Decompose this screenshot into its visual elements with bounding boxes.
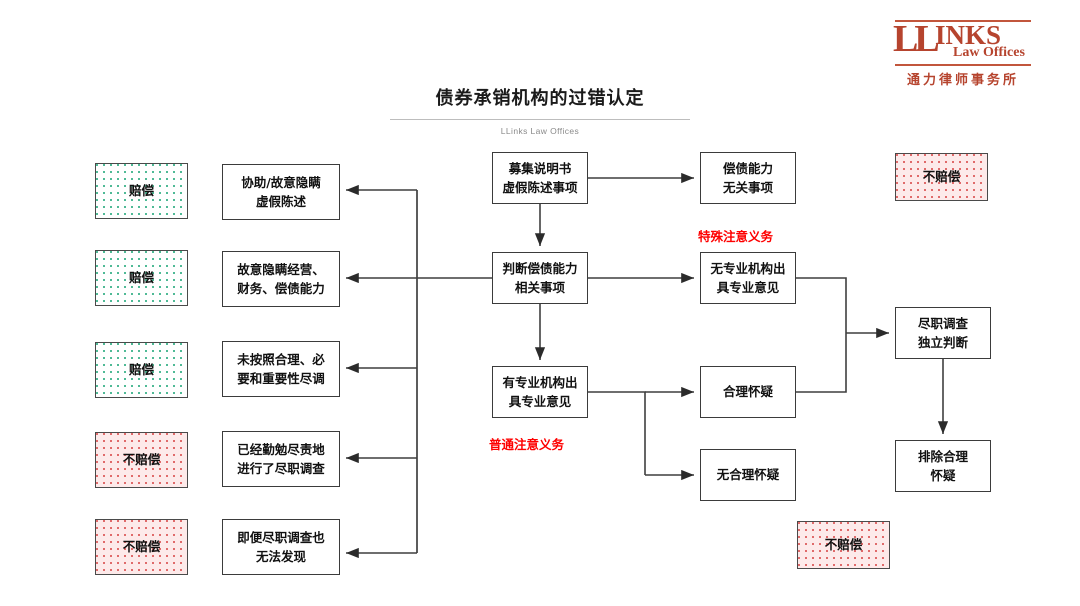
stage-box-solvency[interactable]: 判断偿债能力 相关事项 — [492, 252, 588, 304]
outcome-box-7[interactable]: 不赔偿 — [797, 521, 890, 569]
outcome-label: 不赔偿 — [922, 169, 961, 185]
stage-line: 相关事项 — [514, 280, 565, 295]
llinks-logo: LL INKS Law Offices 通力律师事务所 — [893, 20, 1033, 92]
stage-box-exclude-doubt[interactable]: 排除合理 怀疑 — [895, 440, 991, 492]
outcome-label: 赔偿 — [128, 362, 154, 378]
logo-rule-top — [895, 20, 1031, 22]
outcome-box-6[interactable]: 不赔偿 — [895, 153, 988, 201]
stage-line: 怀疑 — [930, 468, 956, 483]
stage-line: 募集说明书 — [508, 160, 572, 176]
condition-line: 进行了尽职调查 — [237, 461, 325, 476]
annotation-ordinary-duty: 普通注意义务 — [489, 437, 565, 452]
outcome-label: 赔偿 — [128, 183, 154, 199]
condition-line: 要和重要性尽调 — [237, 371, 325, 386]
condition-line: 协助/故意隐瞒 — [241, 174, 321, 190]
outcome-box-5[interactable]: 不赔偿 — [95, 519, 188, 575]
logo-chinese-name: 通力律师事务所 — [906, 73, 1019, 88]
stage-line: 具专业意见 — [716, 280, 780, 295]
stage-box-expert-no[interactable]: 无专业机构出 具专业意见 — [700, 252, 796, 304]
condition-box-5[interactable]: 即便尽职调查也 无法发现 — [222, 519, 340, 575]
annotation-special-duty: 特殊注意义务 — [698, 229, 774, 244]
stage-line: 判断偿债能力 — [502, 260, 578, 276]
stage-box-due-diligence[interactable]: 尽职调查 独立判断 — [895, 307, 991, 359]
stage-line: 独立判断 — [917, 335, 968, 350]
condition-line: 故意隐瞒经营、 — [237, 261, 325, 277]
edge-expertyes-branch — [588, 391, 646, 475]
outcome-box-1[interactable]: 赔偿 — [95, 163, 188, 219]
logo-rule-bottom — [895, 64, 1031, 66]
outcome-label: 不赔偿 — [824, 537, 863, 553]
condition-line: 未按照合理、必 — [237, 351, 325, 367]
outcome-box-2[interactable]: 赔偿 — [95, 250, 188, 306]
stage-box-prospectus[interactable]: 募集说明书 虚假陈述事项 — [492, 152, 588, 204]
logo-ll-text: LL — [893, 18, 940, 60]
stage-line: 排除合理 — [917, 448, 968, 464]
logo-wordmark: LL INKS Law Offices — [893, 18, 1033, 64]
stage-line: 无合理怀疑 — [716, 467, 780, 483]
condition-box-3[interactable]: 未按照合理、必 要和重要性尽调 — [222, 341, 340, 397]
condition-line: 虚假陈述 — [255, 194, 306, 209]
page-subtitle: LLinks Law Offices — [500, 126, 580, 136]
page-title: 债券承销机构的过错认定 — [435, 88, 645, 109]
condition-line: 无法发现 — [255, 549, 306, 564]
stage-line: 偿债能力 — [722, 160, 773, 176]
stage-box-no-doubt[interactable]: 无合理怀疑 — [700, 449, 796, 501]
stage-line: 合理怀疑 — [722, 384, 773, 400]
stage-line: 无关事项 — [722, 180, 773, 195]
stage-box-doubt[interactable]: 合理怀疑 — [700, 366, 796, 418]
outcome-label: 不赔偿 — [122, 452, 161, 468]
condition-box-2[interactable]: 故意隐瞒经营、 财务、偿债能力 — [222, 251, 340, 307]
stage-line: 有专业机构出 — [502, 374, 578, 390]
logo-inks-text: INKS — [935, 20, 1002, 50]
stage-box-irrelevant[interactable]: 偿债能力 无关事项 — [700, 152, 796, 204]
title-divider — [390, 119, 690, 120]
logo-law-offices-text: Law Offices — [953, 45, 1025, 60]
condition-box-4[interactable]: 已经勤勉尽责地 进行了尽职调查 — [222, 431, 340, 487]
outcome-label: 不赔偿 — [122, 539, 161, 555]
condition-line: 已经勤勉尽责地 — [237, 441, 325, 457]
stage-line: 具专业意见 — [508, 394, 572, 409]
outcome-box-3[interactable]: 赔偿 — [95, 342, 188, 398]
outcome-label: 赔偿 — [128, 270, 154, 286]
stage-box-expert-yes[interactable]: 有专业机构出 具专业意见 — [492, 366, 588, 418]
edge-expertno-to-merge — [796, 277, 847, 333]
outcome-box-4[interactable]: 不赔偿 — [95, 432, 188, 488]
page-title-block: 债券承销机构的过错认定 LLinks Law Offices — [390, 84, 690, 136]
condition-line: 财务、偿债能力 — [237, 281, 325, 296]
edge-doubt-to-merge — [796, 333, 847, 393]
condition-line: 即便尽职调查也 — [237, 529, 325, 545]
condition-box-1[interactable]: 协助/故意隐瞒 虚假陈述 — [222, 164, 340, 220]
stage-line: 无专业机构出 — [710, 260, 786, 276]
stage-line: 虚假陈述事项 — [502, 180, 578, 195]
stage-line: 尽职调查 — [917, 315, 968, 331]
